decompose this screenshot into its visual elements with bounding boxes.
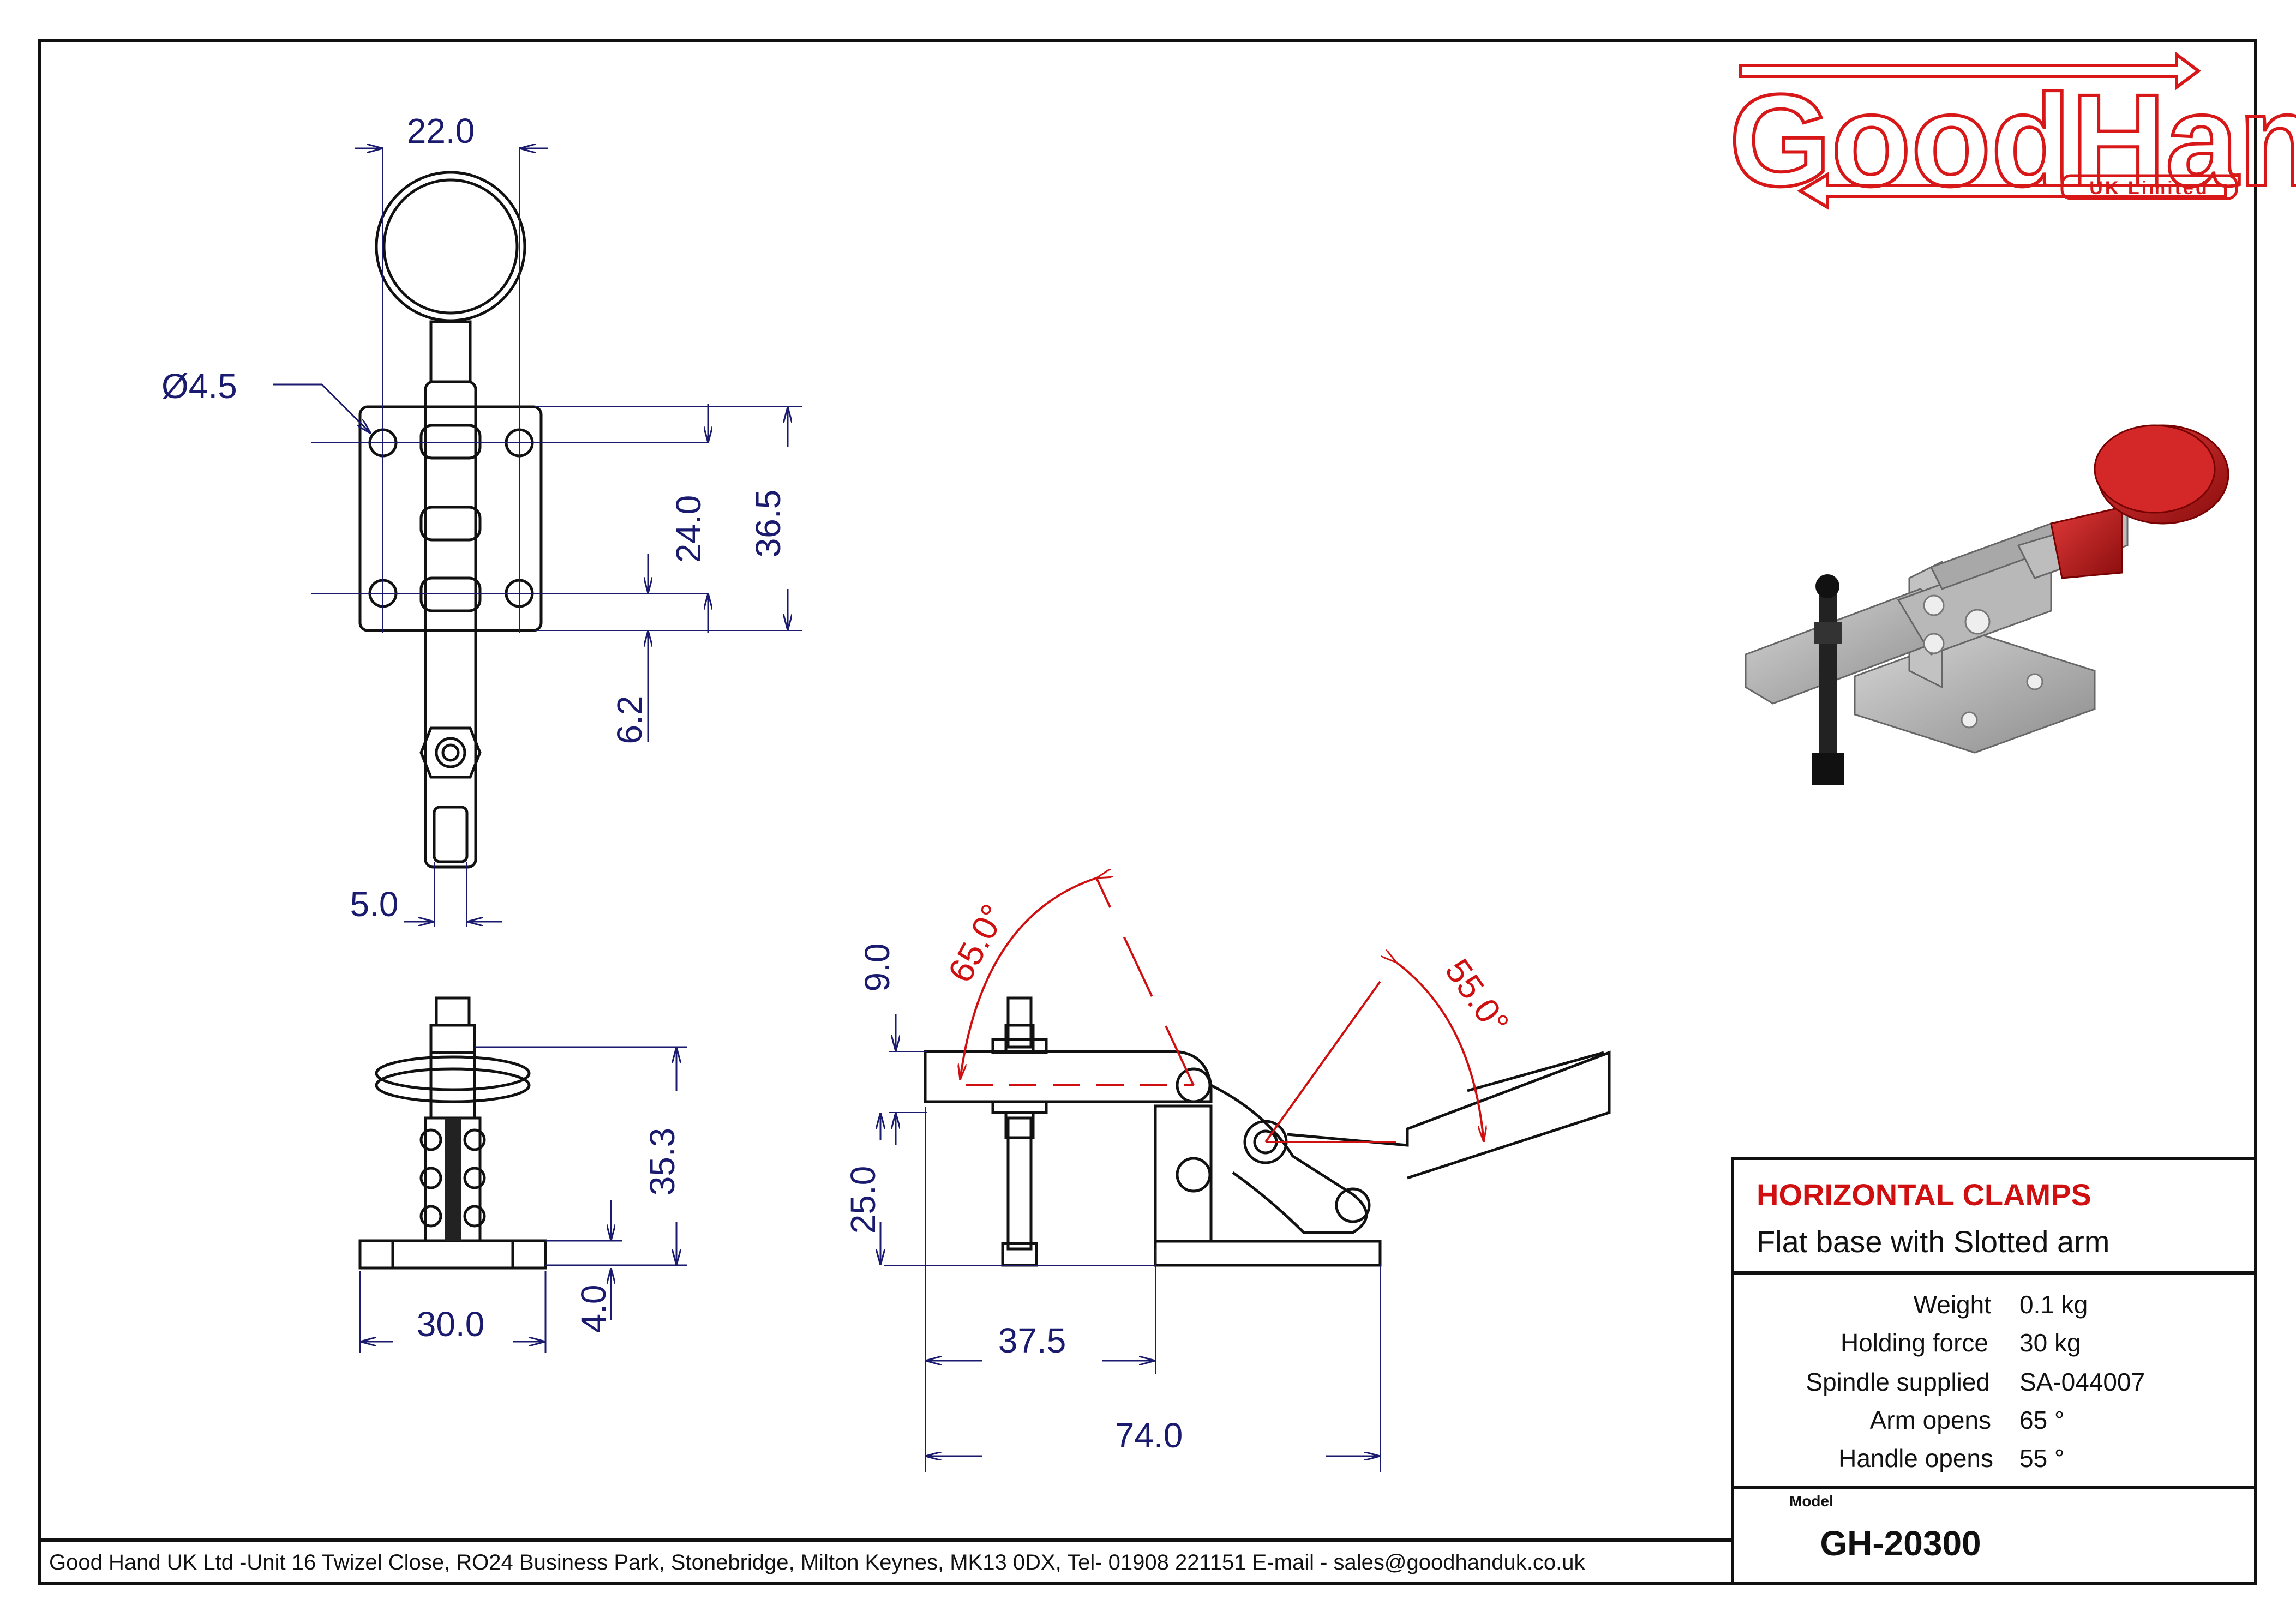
dim-base-thickness: 4.0 <box>574 1285 613 1333</box>
dim-arm-top: 9.0 <box>858 943 897 992</box>
spec-value: 55 ° <box>2019 1444 2064 1472</box>
clamp-3d-render <box>1745 424 2229 785</box>
top-view <box>358 171 543 869</box>
spec-value: SA-044007 <box>2019 1368 2145 1396</box>
side-view-centerlines <box>884 1051 1381 1472</box>
spec-label: Spindle supplied <box>1806 1368 1990 1396</box>
title-block <box>1731 1157 2257 1585</box>
dim-hole-spacing: 24.0 <box>669 495 708 563</box>
dim-hole-dia: Ø4.5 <box>161 366 237 406</box>
dim-spindle-reach: 37.5 <box>998 1321 1066 1360</box>
end-view-dimensions <box>359 1046 687 1352</box>
side-view-angle-lines <box>960 878 1484 1143</box>
spec-label: Holding force <box>1841 1329 1988 1357</box>
dim-pivot-height: 25.0 <box>843 1166 883 1234</box>
title-block-subtitle: Flat base with Slotted arm <box>1757 1224 2109 1259</box>
model-number: GH-20300 <box>1820 1524 1981 1563</box>
dim-arm-width: 5.0 <box>350 885 399 924</box>
dim-handle-open-angle: 55.0° <box>1437 952 1516 1041</box>
dim-arm-open-angle: 65.0° <box>940 898 1014 988</box>
end-view <box>358 996 547 1270</box>
dim-offset: 6.2 <box>610 696 649 744</box>
dim-overall-length: 74.0 <box>1115 1416 1183 1455</box>
side-view <box>924 996 1611 1267</box>
top-view-dimensions <box>273 148 788 922</box>
dim-base-length: 36.5 <box>748 490 788 558</box>
dim-top-width: 22.0 <box>407 111 475 151</box>
model-label: Model <box>1789 1493 1833 1510</box>
title-block-title: HORIZONTAL CLAMPS <box>1757 1177 2091 1212</box>
footer-address: Good Hand UK Ltd -Unit 16 Twizel Close, … <box>49 1550 1585 1574</box>
dim-spindle-height: 35.3 <box>643 1128 682 1196</box>
spec-value: 30 kg <box>2019 1329 2081 1357</box>
spec-label: Arm opens <box>1870 1406 1991 1434</box>
side-view-dimensions <box>880 1014 1380 1456</box>
spec-value: 65 ° <box>2019 1406 2064 1434</box>
spec-label: Handle opens <box>1838 1444 1993 1472</box>
spec-value: 0.1 kg <box>2019 1290 2088 1319</box>
spec-label: Weight <box>1914 1290 1992 1319</box>
dim-base-width: 30.0 <box>417 1305 485 1344</box>
svg-text:UK Limited: UK Limited <box>2089 178 2209 199</box>
outer-border <box>38 39 2257 1585</box>
top-view-centerlines <box>311 147 802 927</box>
